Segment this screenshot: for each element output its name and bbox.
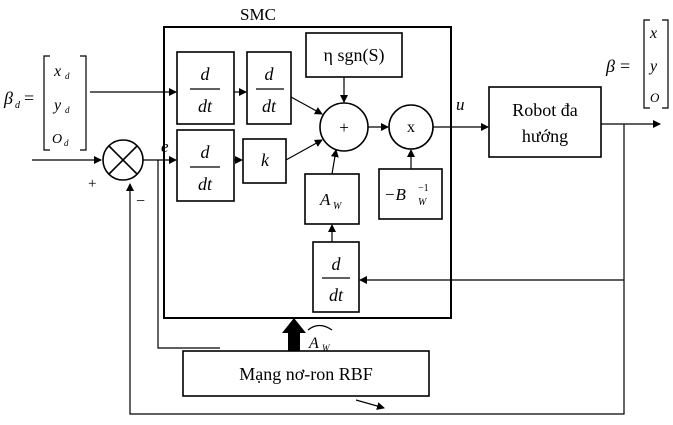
svg-text:W: W xyxy=(333,201,343,212)
svg-text:dt: dt xyxy=(198,174,213,194)
robot-block: Robot đa hướng xyxy=(488,86,602,158)
svg-text:d: d xyxy=(265,64,275,84)
svg-text:−1: −1 xyxy=(418,183,429,194)
svg-text:dt: dt xyxy=(262,96,277,116)
svg-text:x: x xyxy=(407,119,415,136)
rbf-network-block: Mạng nơ-ron RBF xyxy=(182,350,430,397)
svg-text:k: k xyxy=(261,150,270,170)
svg-text:dt: dt xyxy=(198,96,213,116)
svg-text:=: = xyxy=(620,56,630,76)
error-summing-junction xyxy=(102,139,144,181)
gain-k-block: k xyxy=(242,138,287,184)
svg-text:Robot đa: Robot đa xyxy=(512,100,578,120)
svg-text:dt: dt xyxy=(329,285,344,305)
ref-x: x xyxy=(53,63,61,80)
out-o: O xyxy=(650,90,660,105)
svg-text:d: d xyxy=(332,254,342,274)
svg-text:η sgn(S): η sgn(S) xyxy=(324,45,385,66)
derivative-block-4: d dt xyxy=(312,241,360,313)
smc-title: SMC xyxy=(240,5,276,24)
svg-text:d: d xyxy=(65,71,70,81)
svg-text:+: + xyxy=(339,118,349,137)
reference-input-label: β d = x d y d O d xyxy=(3,55,87,151)
minus-sign: − xyxy=(136,193,145,210)
svg-text:W: W xyxy=(418,197,428,208)
svg-text:d: d xyxy=(201,64,211,84)
aw-hat-label: A xyxy=(308,335,319,352)
svg-text:d: d xyxy=(64,138,69,148)
output-label: β = x y O xyxy=(605,19,669,109)
svg-text:W: W xyxy=(322,343,331,353)
derivative-block-1: d dt xyxy=(176,51,235,125)
bw-inverse-block: −B W −1 xyxy=(378,168,443,220)
svg-text:β: β xyxy=(605,56,615,76)
svg-text:−B: −B xyxy=(384,185,406,204)
derivative-block-2: d dt xyxy=(246,51,292,125)
ref-o: O xyxy=(52,132,62,147)
svg-text:hướng: hướng xyxy=(522,126,568,146)
svg-text:=: = xyxy=(24,88,34,108)
out-y: y xyxy=(648,58,658,75)
svg-text:β: β xyxy=(3,88,13,108)
out-x: x xyxy=(649,25,657,42)
svg-text:d: d xyxy=(15,100,21,111)
sum-node: + xyxy=(319,102,369,152)
control-label: u xyxy=(456,95,465,114)
smc-frame xyxy=(163,26,452,319)
error-label: e xyxy=(161,137,169,156)
derivative-block-3: d dt xyxy=(176,129,235,202)
svg-text:A: A xyxy=(319,190,331,209)
plus-sign: + xyxy=(88,176,96,192)
multiply-node: x xyxy=(388,104,434,150)
aw-block: A W xyxy=(304,173,360,225)
sign-term-block: η sgn(S) xyxy=(305,32,403,78)
svg-text:Mạng nơ-ron RBF: Mạng nơ-ron RBF xyxy=(239,364,373,384)
ref-y: y xyxy=(52,97,62,114)
svg-text:d: d xyxy=(65,105,70,115)
svg-text:d: d xyxy=(201,142,211,162)
aw-estimate-arrow xyxy=(282,318,306,351)
